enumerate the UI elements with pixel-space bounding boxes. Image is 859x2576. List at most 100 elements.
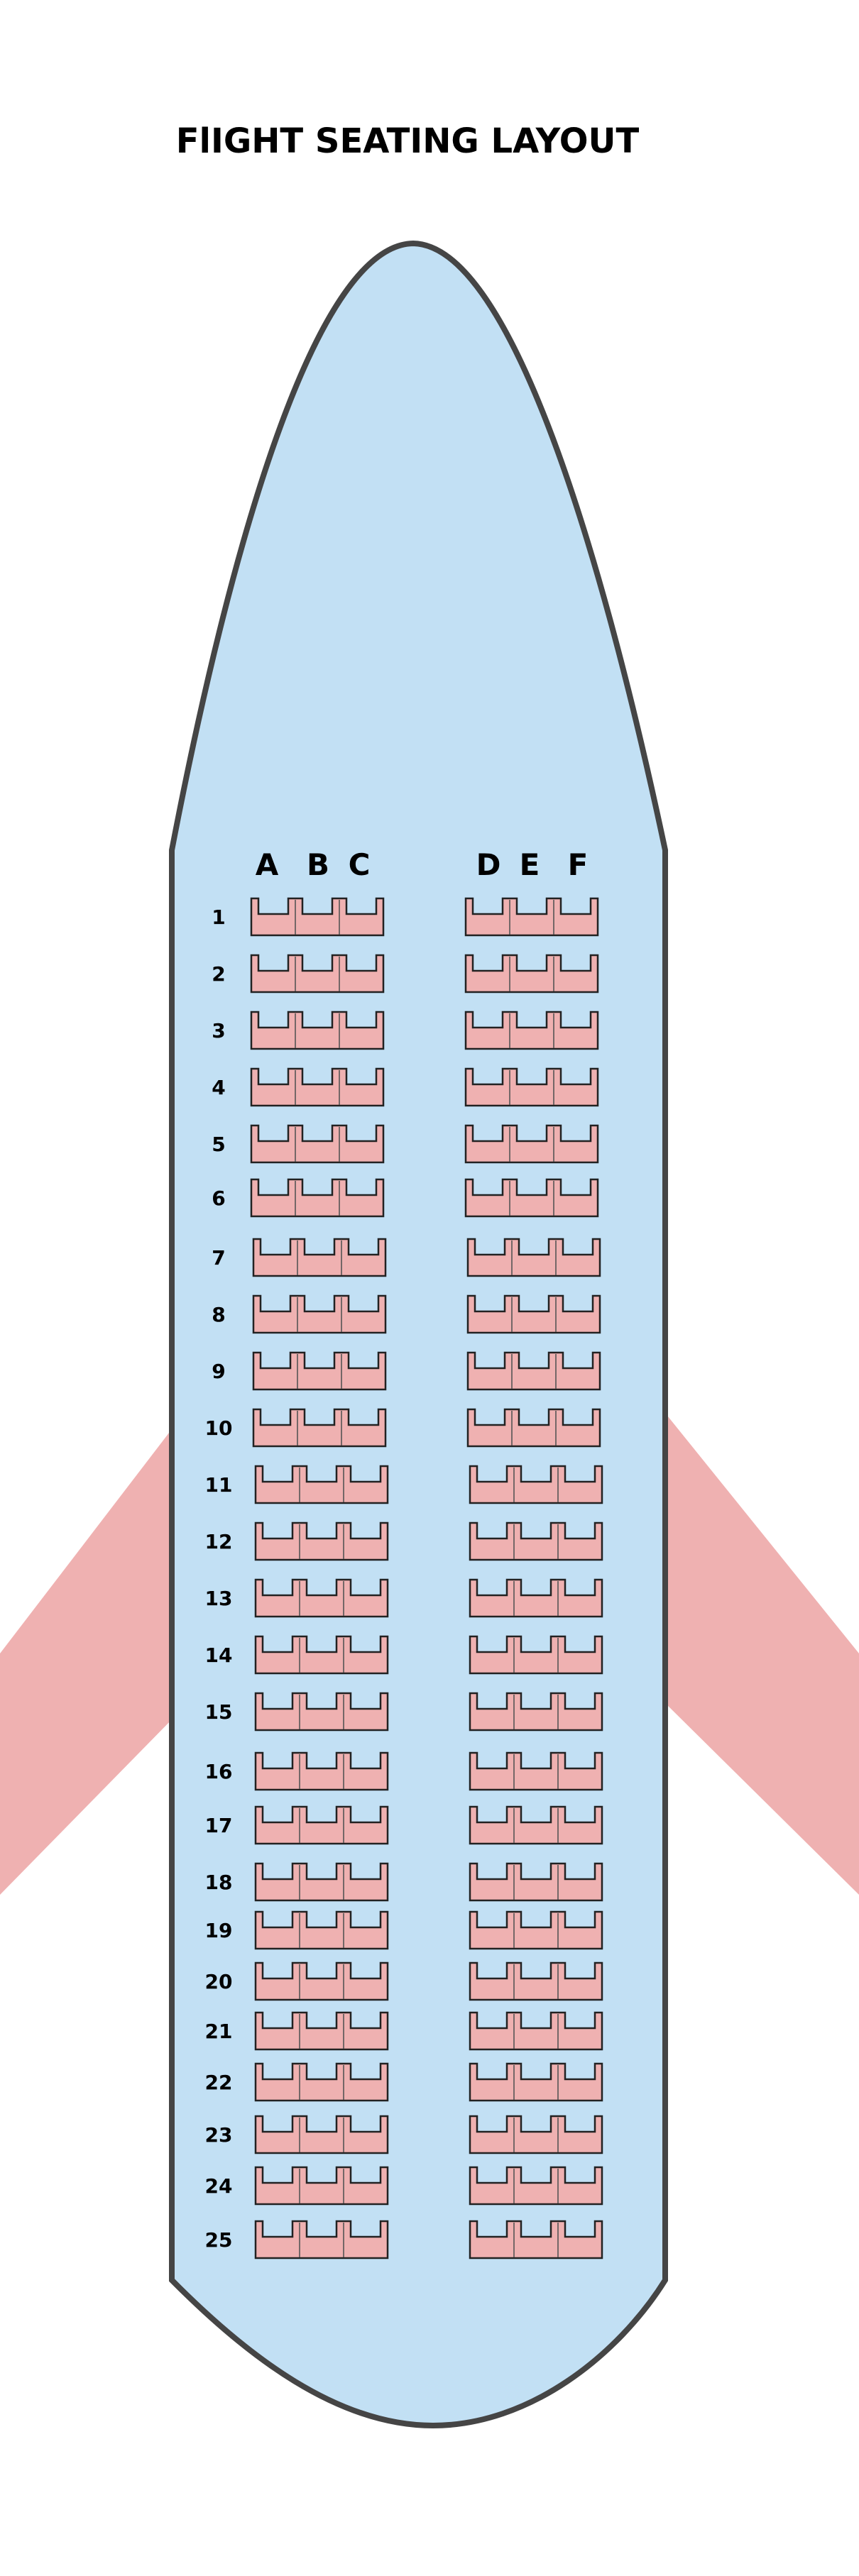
seat-block-left-row-12 (254, 1521, 389, 1561)
seat-outline (469, 1692, 603, 1732)
seat-block-right-row-18 (469, 1862, 603, 1902)
seat-block-right-row-6 (464, 1178, 599, 1218)
seat-row-18: 18 (205, 1862, 603, 1902)
seat-block-left-row-14 (254, 1635, 389, 1675)
seat-row-9: 9 (212, 1351, 601, 1391)
row-number-label: 11 (205, 1473, 233, 1497)
seat-block-right-row-25 (469, 2220, 603, 2259)
seat-row-1: 1 (212, 897, 599, 937)
seat-block-right-row-22 (469, 2062, 603, 2102)
seat-block-right-row-2 (464, 954, 599, 993)
seat-outline (464, 897, 599, 937)
left-wing (0, 1426, 174, 1895)
seat-block-right-row-3 (464, 1011, 599, 1050)
seat-outline (252, 1294, 387, 1334)
column-label-d: D (476, 847, 501, 882)
seat-outline (250, 1011, 385, 1050)
seat-block-right-row-7 (466, 1238, 601, 1277)
row-number-label: 14 (205, 1644, 233, 1667)
seat-block-left-row-22 (254, 2062, 389, 2102)
seat-outline (464, 1067, 599, 1107)
seat-block-left-row-9 (252, 1351, 387, 1391)
seat-outline (464, 954, 599, 993)
row-number-label: 24 (205, 2174, 233, 2198)
seat-row-6: 6 (212, 1178, 599, 1218)
seat-row-14: 14 (205, 1635, 603, 1675)
seat-row-3: 3 (212, 1011, 599, 1050)
seat-block-left-row-11 (254, 1465, 389, 1504)
row-number-label: 4 (212, 1076, 225, 1099)
seat-outline (469, 1805, 603, 1845)
seat-outline (469, 2011, 603, 2051)
row-number-label: 3 (212, 1019, 225, 1042)
seat-outline (254, 1692, 389, 1732)
seat-outline (250, 897, 385, 937)
seat-block-left-row-13 (254, 1578, 389, 1618)
seat-outline (254, 2115, 389, 2154)
seat-outline (254, 1910, 389, 1950)
seat-outline (469, 1862, 603, 1902)
column-label-b: B (307, 847, 329, 882)
column-labels: A B C D E F (256, 847, 589, 882)
seat-block-left-row-24 (254, 2166, 389, 2206)
seat-outline (466, 1238, 601, 1277)
seat-block-left-row-2 (250, 954, 385, 993)
seat-outline (466, 1408, 601, 1448)
seat-outline (469, 1635, 603, 1675)
seat-outline (464, 1124, 599, 1164)
seat-outline (254, 2011, 389, 2051)
seat-outline (254, 1578, 389, 1618)
seat-outline (254, 2062, 389, 2102)
seat-outline (469, 2220, 603, 2259)
seat-rows: 1234567891011121314151617181920212223242… (205, 897, 603, 2259)
seat-block-left-row-18 (254, 1862, 389, 1902)
seat-row-10: 10 (205, 1408, 601, 1448)
seat-block-right-row-24 (469, 2166, 603, 2206)
row-number-label: 12 (205, 1530, 233, 1553)
row-number-label: 15 (205, 1700, 233, 1724)
seat-outline (252, 1238, 387, 1277)
seat-block-right-row-9 (466, 1351, 601, 1391)
seat-block-left-row-10 (252, 1408, 387, 1448)
seat-block-right-row-14 (469, 1635, 603, 1675)
row-number-label: 19 (205, 1919, 233, 1942)
row-number-label: 21 (205, 2020, 233, 2043)
seat-outline (254, 1465, 389, 1504)
column-label-e: E (520, 847, 540, 882)
seat-row-16: 16 (205, 1751, 603, 1791)
seat-outline (469, 1465, 603, 1504)
seat-block-left-row-23 (254, 2115, 389, 2154)
row-number-label: 5 (212, 1133, 225, 1156)
seat-block-right-row-4 (464, 1067, 599, 1107)
seat-row-15: 15 (205, 1692, 603, 1732)
seat-outline (252, 1351, 387, 1391)
seat-block-left-row-5 (250, 1124, 385, 1164)
row-number-label: 1 (212, 906, 225, 929)
seat-outline (464, 1178, 599, 1218)
column-label-f: F (568, 847, 589, 882)
seat-outline (250, 1067, 385, 1107)
seat-block-right-row-15 (469, 1692, 603, 1732)
seat-block-left-row-25 (254, 2220, 389, 2259)
seat-block-right-row-8 (466, 1294, 601, 1334)
seat-outline (254, 2220, 389, 2259)
row-number-label: 20 (205, 1970, 233, 1993)
seat-outline (250, 1124, 385, 1164)
seat-block-left-row-19 (254, 1910, 389, 1950)
seat-block-left-row-3 (250, 1011, 385, 1050)
seat-outline (469, 2166, 603, 2206)
seat-block-right-row-5 (464, 1124, 599, 1164)
seat-block-right-row-1 (464, 897, 599, 937)
row-number-label: 8 (212, 1303, 225, 1326)
seat-block-right-row-12 (469, 1521, 603, 1561)
column-label-a: A (256, 847, 279, 882)
seat-outline (466, 1351, 601, 1391)
seat-row-2: 2 (212, 954, 599, 993)
seat-row-25: 25 (205, 2220, 603, 2259)
seat-block-left-row-17 (254, 1805, 389, 1845)
seat-outline (254, 1635, 389, 1675)
seat-row-7: 7 (212, 1238, 601, 1277)
row-number-label: 16 (205, 1760, 233, 1783)
seat-block-right-row-11 (469, 1465, 603, 1504)
seat-outline (254, 1751, 389, 1791)
